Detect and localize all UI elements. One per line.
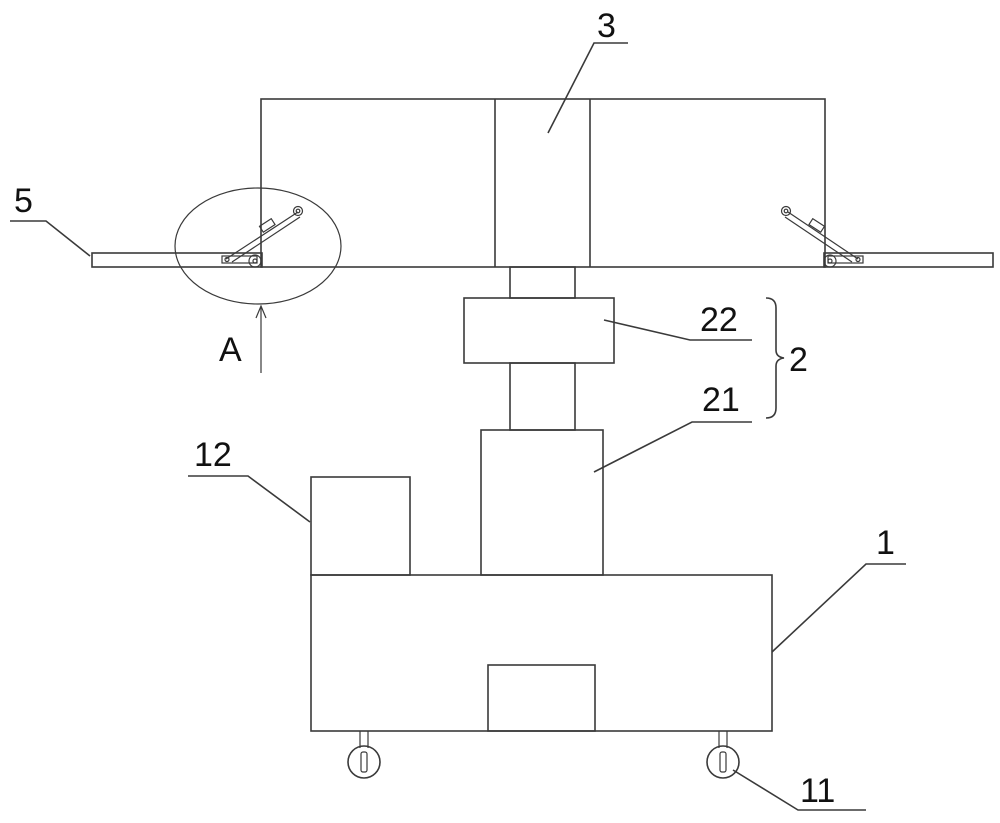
left-hinge-roller-center: [252, 258, 258, 264]
lift-upper-block: [463, 297, 615, 364]
right-hinge-roller-center: [827, 258, 833, 264]
upper-column-top: [509, 266, 576, 299]
leader-11: [732, 769, 866, 811]
leader-lines: [10, 42, 906, 811]
label-22: 22: [700, 301, 738, 339]
left-strut-top-pivot: [292, 205, 304, 217]
right-hinge-pin: [855, 256, 861, 263]
right-wheel-hub: [719, 751, 727, 773]
left-strut-top-pivot-center: [295, 208, 301, 214]
left-strut-rod-edge: [231, 216, 301, 263]
right-strut-top-pivot-center: [783, 208, 789, 214]
leader-3: [547, 42, 628, 134]
side-plates: [91, 252, 994, 268]
right-wheel-tire: [706, 745, 740, 779]
left-wheel-tire: [347, 745, 381, 779]
top-frame: [260, 98, 826, 268]
label-a: A: [219, 331, 242, 369]
right-wheel: [706, 731, 740, 779]
left-gas-spring: [221, 205, 304, 268]
left-hinge-pin: [224, 256, 230, 263]
assembly-2-bracket: [765, 297, 785, 419]
label-12: 12: [194, 436, 232, 474]
base: [310, 574, 773, 732]
left-hinge-roller: [248, 254, 262, 268]
right-gas-spring: [780, 205, 864, 268]
middle-column: [509, 362, 576, 431]
detail-a-ellipse: [174, 187, 342, 305]
base-body: [310, 574, 773, 732]
control-box: [310, 476, 411, 576]
label-3: 3: [597, 7, 616, 45]
label-5: 5: [14, 182, 33, 220]
right-strut-rod-edge: [784, 216, 853, 263]
detail-a-callout: [174, 187, 342, 373]
leader-1: [771, 563, 906, 653]
leader-21: [593, 421, 752, 473]
base-access-panel: [487, 664, 596, 732]
label-2: 2: [789, 341, 808, 379]
left-strut-rod: [225, 211, 299, 260]
left-strut-cylinder: [258, 217, 276, 233]
left-side-plate: [91, 252, 263, 268]
right-strut-rod: [787, 211, 859, 260]
leader-22: [603, 319, 752, 341]
reference-labels: 3 5 A 22 2 21 12 1 11: [14, 7, 895, 810]
label-21: 21: [702, 381, 740, 419]
lift-assembly: [463, 266, 615, 576]
left-wheel-hub: [360, 751, 368, 773]
left-wheel: [347, 731, 381, 779]
leader-5: [10, 220, 91, 257]
lift-lower-housing: [480, 429, 604, 576]
leader-12: [188, 475, 311, 523]
detail-a-arrowhead: [255, 304, 267, 319]
top-frame-outline: [260, 98, 826, 268]
right-hinge-roller: [823, 254, 837, 268]
label-11: 11: [800, 772, 835, 810]
right-strut-cylinder: [808, 217, 826, 233]
label-1: 1: [876, 524, 895, 562]
right-strut-top-pivot: [780, 205, 792, 217]
